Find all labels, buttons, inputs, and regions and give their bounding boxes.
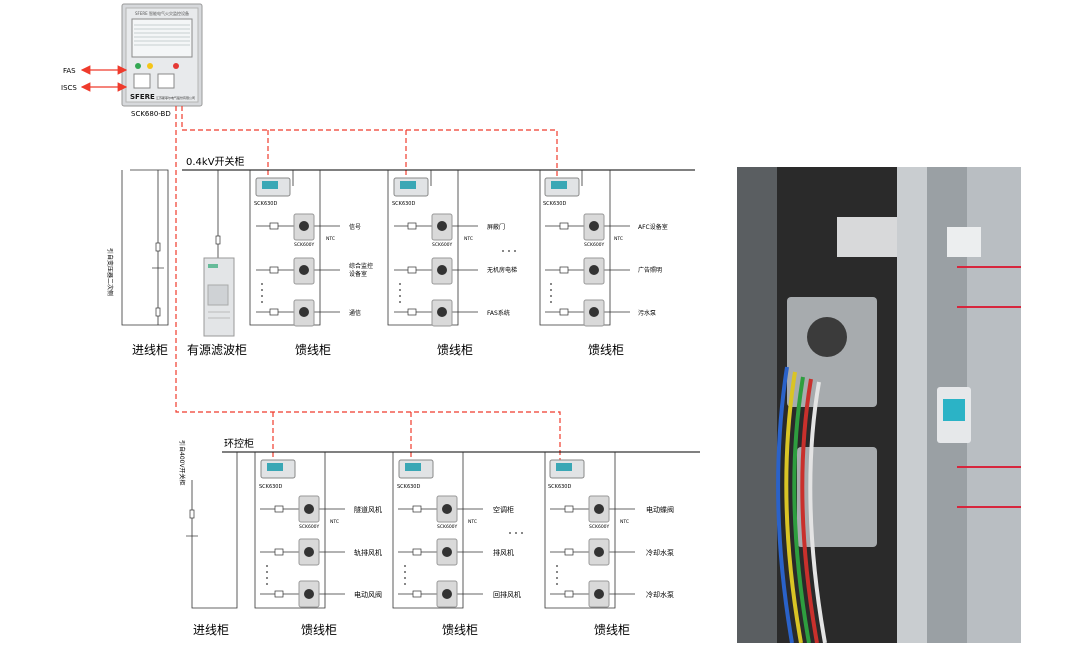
incoming-cabinet-1 [121, 169, 169, 326]
load-label: 隧道风机 [354, 505, 382, 514]
load-label: 综合监控 [349, 262, 373, 270]
feeder-1-2: SCK630D SCK600Y NTC 屏蔽门 无机房电梯 FAS系统 馈线柜 [387, 170, 517, 357]
load-label: 轨排风机 [354, 548, 382, 557]
monitor-model: SCK630D [543, 201, 566, 207]
feeder-2-1: SCK630D SCK600Y NTC 隧道风机 轨排风机 电动风阀 馈线柜 [254, 452, 382, 637]
load-label: 空调柜 [493, 505, 514, 514]
load-label: 冷却水泵 [646, 590, 674, 599]
monitoring-system-diagram: SFERE 智能电气火灾监控设备 SFERE 江苏斯菲尔电气股份有限公司 SCK… [61, 3, 700, 637]
bus-label-0-4kv: 0.4kV开关柜 [186, 155, 245, 168]
external-links: FAS ISCS [61, 65, 128, 92]
status-light-yellow [147, 63, 153, 69]
load-label: 无机房电梯 [487, 266, 517, 274]
unit-brand: SFERE [130, 93, 155, 101]
load-label: 污水泵 [638, 309, 656, 317]
load-label: 设备室 [349, 270, 367, 278]
photo-device-screen [943, 399, 965, 421]
ntc-label: NTC [614, 236, 623, 242]
feeder-cabinet-label: 馈线柜 [295, 343, 331, 357]
feeder-1-3: SCK630D SCK600Y NTC AFC设备室 广告照明 污水泵 馈线柜 [539, 170, 668, 357]
load-label: 排风机 [493, 548, 514, 557]
more-circuits-dots [261, 250, 558, 585]
feeder-cabinet-label: 馈线柜 [588, 343, 624, 357]
feeder-cabinet-label: 馈线柜 [437, 343, 473, 357]
sensor-model: SCK600Y [584, 242, 605, 248]
ntc-label: NTC [468, 519, 477, 525]
feeder-cabinet-label: 馈线柜 [594, 623, 630, 637]
incoming-side-text-1: 引自变压器二次侧 [106, 248, 114, 296]
load-label: 电动风阀 [354, 590, 382, 599]
cabinet-installation-photo [737, 167, 1021, 643]
bus-label-env: 环控柜 [224, 437, 254, 450]
active-filter-cabinet [203, 170, 235, 337]
unit-model: SCK680-BD [131, 110, 171, 118]
fas-label: FAS [63, 67, 76, 75]
load-label: 电动蝶阀 [646, 505, 674, 514]
filter-cabinet-label: 有源滤波柜 [187, 343, 247, 357]
sensor-model: SCK600Y [589, 524, 610, 530]
load-label: 信号 [349, 223, 361, 231]
incoming-switch-2 [186, 509, 198, 537]
iscs-label: ISCS [61, 84, 77, 92]
incoming-cabinet-2 [191, 452, 238, 609]
sensor-model: SCK600Y [294, 242, 315, 248]
ntc-label: NTC [326, 236, 335, 242]
load-label: 冷却水泵 [646, 548, 674, 557]
ntc-label: NTC [620, 519, 629, 525]
feeder-2-2: SCK630D SCK600Y NTC 空调柜 排风机 回排风机 馈线柜 [392, 452, 521, 637]
monitor-model: SCK630D [548, 484, 571, 490]
load-label: 广告照明 [638, 266, 662, 274]
incoming-cabinet-label-2: 进线柜 [193, 623, 229, 637]
sensor-model: SCK600Y [432, 242, 453, 248]
monitor-model: SCK630D [392, 201, 415, 207]
load-label: 回排风机 [493, 590, 521, 599]
feeder-2-3: SCK630D SCK600Y NTC 电动蝶阀 冷却水泵 冷却水泵 馈线柜 [544, 452, 674, 637]
sensor-model: SCK600Y [299, 524, 320, 530]
load-label: AFC设备室 [638, 223, 668, 231]
incoming-cabinet-label-1: 进线柜 [132, 343, 168, 357]
load-label: 屏蔽门 [487, 223, 505, 231]
incoming-switch-1 [152, 242, 164, 317]
sensor-model: SCK600Y [437, 524, 458, 530]
monitor-model: SCK630D [397, 484, 420, 490]
unit-screen [131, 18, 193, 58]
feeder-cabinet-label: 馈线柜 [301, 623, 337, 637]
unit-header-text: SFERE 智能电气火灾监控设备 [135, 10, 189, 16]
feeder-cabinet-label: 馈线柜 [442, 623, 478, 637]
incoming-side-text-2: 引自400V开关柜 [178, 440, 186, 486]
load-label: 通信 [349, 309, 361, 317]
main-monitor-unit: SFERE 智能电气火灾监控设备 SFERE 江苏斯菲尔电气股份有限公司 SCK… [121, 3, 203, 118]
status-light-red [173, 63, 179, 69]
status-light-green [135, 63, 141, 69]
feeder-1-1: SCK630D SCK600Y NTC 信号 综合监控 设备室 通信 馈线柜 [249, 170, 373, 357]
monitor-model: SCK630D [254, 201, 277, 207]
load-label: FAS系统 [487, 309, 510, 317]
unit-subtitle: 江苏斯菲尔电气股份有限公司 [156, 95, 195, 100]
ntc-label: NTC [330, 519, 339, 525]
monitor-model: SCK630D [259, 484, 282, 490]
ntc-label: NTC [464, 236, 473, 242]
